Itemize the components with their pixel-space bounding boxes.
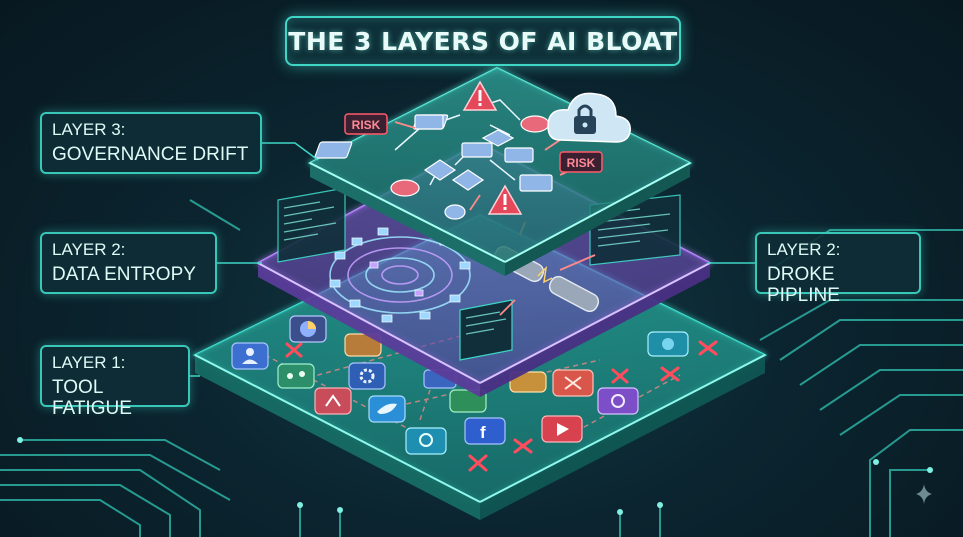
- app-tile-facebook: f: [464, 417, 506, 445]
- app-tile-amber: [344, 333, 382, 357]
- circuit-traces: [0, 199, 963, 537]
- app-tile-cloud: [405, 427, 447, 455]
- label-layer-2-name: DATA ENTROPY: [52, 263, 196, 285]
- label-layer-2-data-entropy: LAYER 2: DATA ENTROPY: [40, 232, 217, 294]
- twitter-icon: [377, 403, 397, 414]
- label-layer-2b-number: LAYER 2:: [767, 240, 841, 259]
- risk-badge-left: RISK: [344, 113, 388, 135]
- settings-icon: [359, 368, 375, 384]
- label-layer-2-number: LAYER 2:: [52, 240, 126, 259]
- svg-text:RISK: RISK: [567, 156, 596, 170]
- label-layer-1-name: TOOL FATIGUE: [52, 376, 132, 420]
- svg-text:RISK: RISK: [352, 118, 381, 132]
- label-layer-3-name: GOVERNANCE DRIFT: [52, 143, 249, 165]
- cloud-lock-icon: [547, 92, 631, 143]
- app-tile-user: [231, 342, 269, 370]
- app-tile-red: [314, 387, 352, 415]
- app-tile-twitter: [368, 395, 406, 423]
- governance-flowchart: [314, 99, 576, 220]
- app-tile-purple: [597, 387, 639, 415]
- code-panel-left: [277, 187, 346, 263]
- app-tile-green: [277, 363, 315, 389]
- label-layer-3: LAYER 3: GOVERNANCE DRIFT: [40, 112, 262, 174]
- app-tile-orange: [552, 369, 594, 397]
- entropy-swirl: [329, 236, 471, 314]
- risk-badge-right: RISK: [559, 151, 603, 173]
- facebook-icon: f: [480, 423, 486, 442]
- label-layer-2b-name: DROKE PIPLINE: [767, 263, 840, 307]
- app-tile-pie: [289, 315, 327, 343]
- warning-icon: [462, 80, 498, 111]
- user-icon: [246, 348, 254, 356]
- label-layer-1-number: LAYER 1:: [52, 353, 126, 372]
- warning-icon: [487, 184, 523, 215]
- code-panel-bottom: [459, 299, 513, 361]
- data-fragments: [329, 227, 471, 323]
- page-title: THE 3 LAYERS OF AI BLOAT: [288, 26, 678, 56]
- close-icon: [285, 340, 718, 472]
- label-connectors: [190, 142, 755, 377]
- sparkle-icon: [916, 484, 932, 504]
- app-tile-settings: [348, 362, 386, 390]
- label-layer-1: LAYER 1: TOOL FATIGUE: [40, 345, 190, 419]
- circuit-nodes: [17, 437, 933, 515]
- app-tile-small-2: [509, 371, 547, 393]
- label-layer-3-number: LAYER 3:: [52, 120, 126, 139]
- label-layer-2-pipeline: LAYER 2: DROKE PIPLINE: [755, 232, 921, 306]
- app-tile-youtube: [541, 415, 583, 443]
- title-banner: THE 3 LAYERS OF AI BLOAT: [285, 16, 681, 66]
- youtube-icon: [557, 423, 569, 436]
- app-tile-teal: [647, 331, 689, 357]
